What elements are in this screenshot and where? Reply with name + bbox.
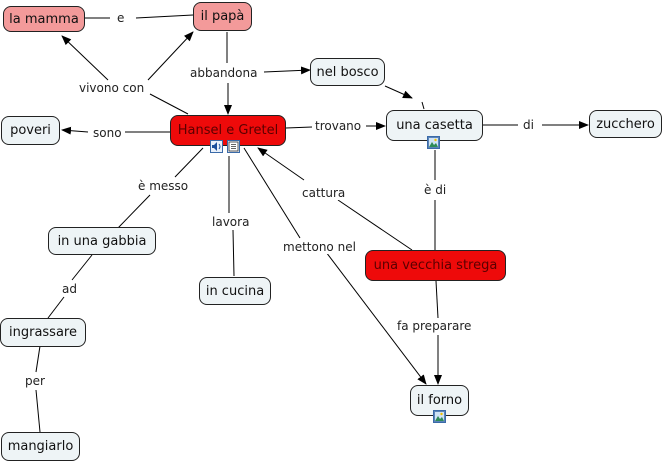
link-label-cattura: cattura	[300, 186, 348, 200]
link-label-trovano: trovano	[313, 119, 364, 133]
image-icon[interactable]	[427, 136, 440, 149]
concept-una-casetta[interactable]: una casetta	[386, 110, 483, 141]
link-label-e: e	[115, 11, 127, 25]
link-label-per: per	[23, 374, 47, 388]
link-label-ad: ad	[60, 282, 79, 296]
image-icon[interactable]	[433, 410, 446, 423]
concept-zucchero[interactable]: zucchero	[589, 110, 662, 138]
concept-in-una-gabbia[interactable]: in una gabbia	[48, 227, 156, 255]
link-label-abbandona: abbandona	[188, 66, 260, 80]
concept-in-cucina[interactable]: in cucina	[199, 277, 271, 305]
link-label-sono: sono	[91, 126, 124, 140]
link-label-e-di: è di	[422, 183, 449, 197]
link-label-lavora: lavora	[210, 215, 252, 229]
link-label-fa-preparare: fa preparare	[395, 319, 474, 333]
concept-nel-bosco[interactable]: nel bosco	[310, 58, 385, 86]
concept-la-mamma[interactable]: la mamma	[3, 6, 85, 32]
concept-una-vecchia-strega[interactable]: una vecchia strega	[365, 250, 506, 281]
link-label-mettono-nel: mettono nel	[281, 240, 358, 254]
link-label-e-messo: è messo	[136, 179, 191, 193]
concept-hansel-e-gretel[interactable]: Hansel e Gretel	[170, 115, 286, 146]
concept-mangiarlo[interactable]: mangiarlo	[1, 432, 80, 461]
concept-il-papa[interactable]: il papà	[193, 2, 252, 31]
link-label-di: di	[521, 118, 536, 132]
link-label-vivono-con: vivono con	[77, 81, 147, 95]
concept-ingrassare[interactable]: ingrassare	[0, 318, 86, 347]
speaker-icon[interactable]	[210, 140, 223, 153]
note-icon[interactable]	[227, 140, 240, 153]
concept-poveri[interactable]: poveri	[1, 116, 60, 145]
